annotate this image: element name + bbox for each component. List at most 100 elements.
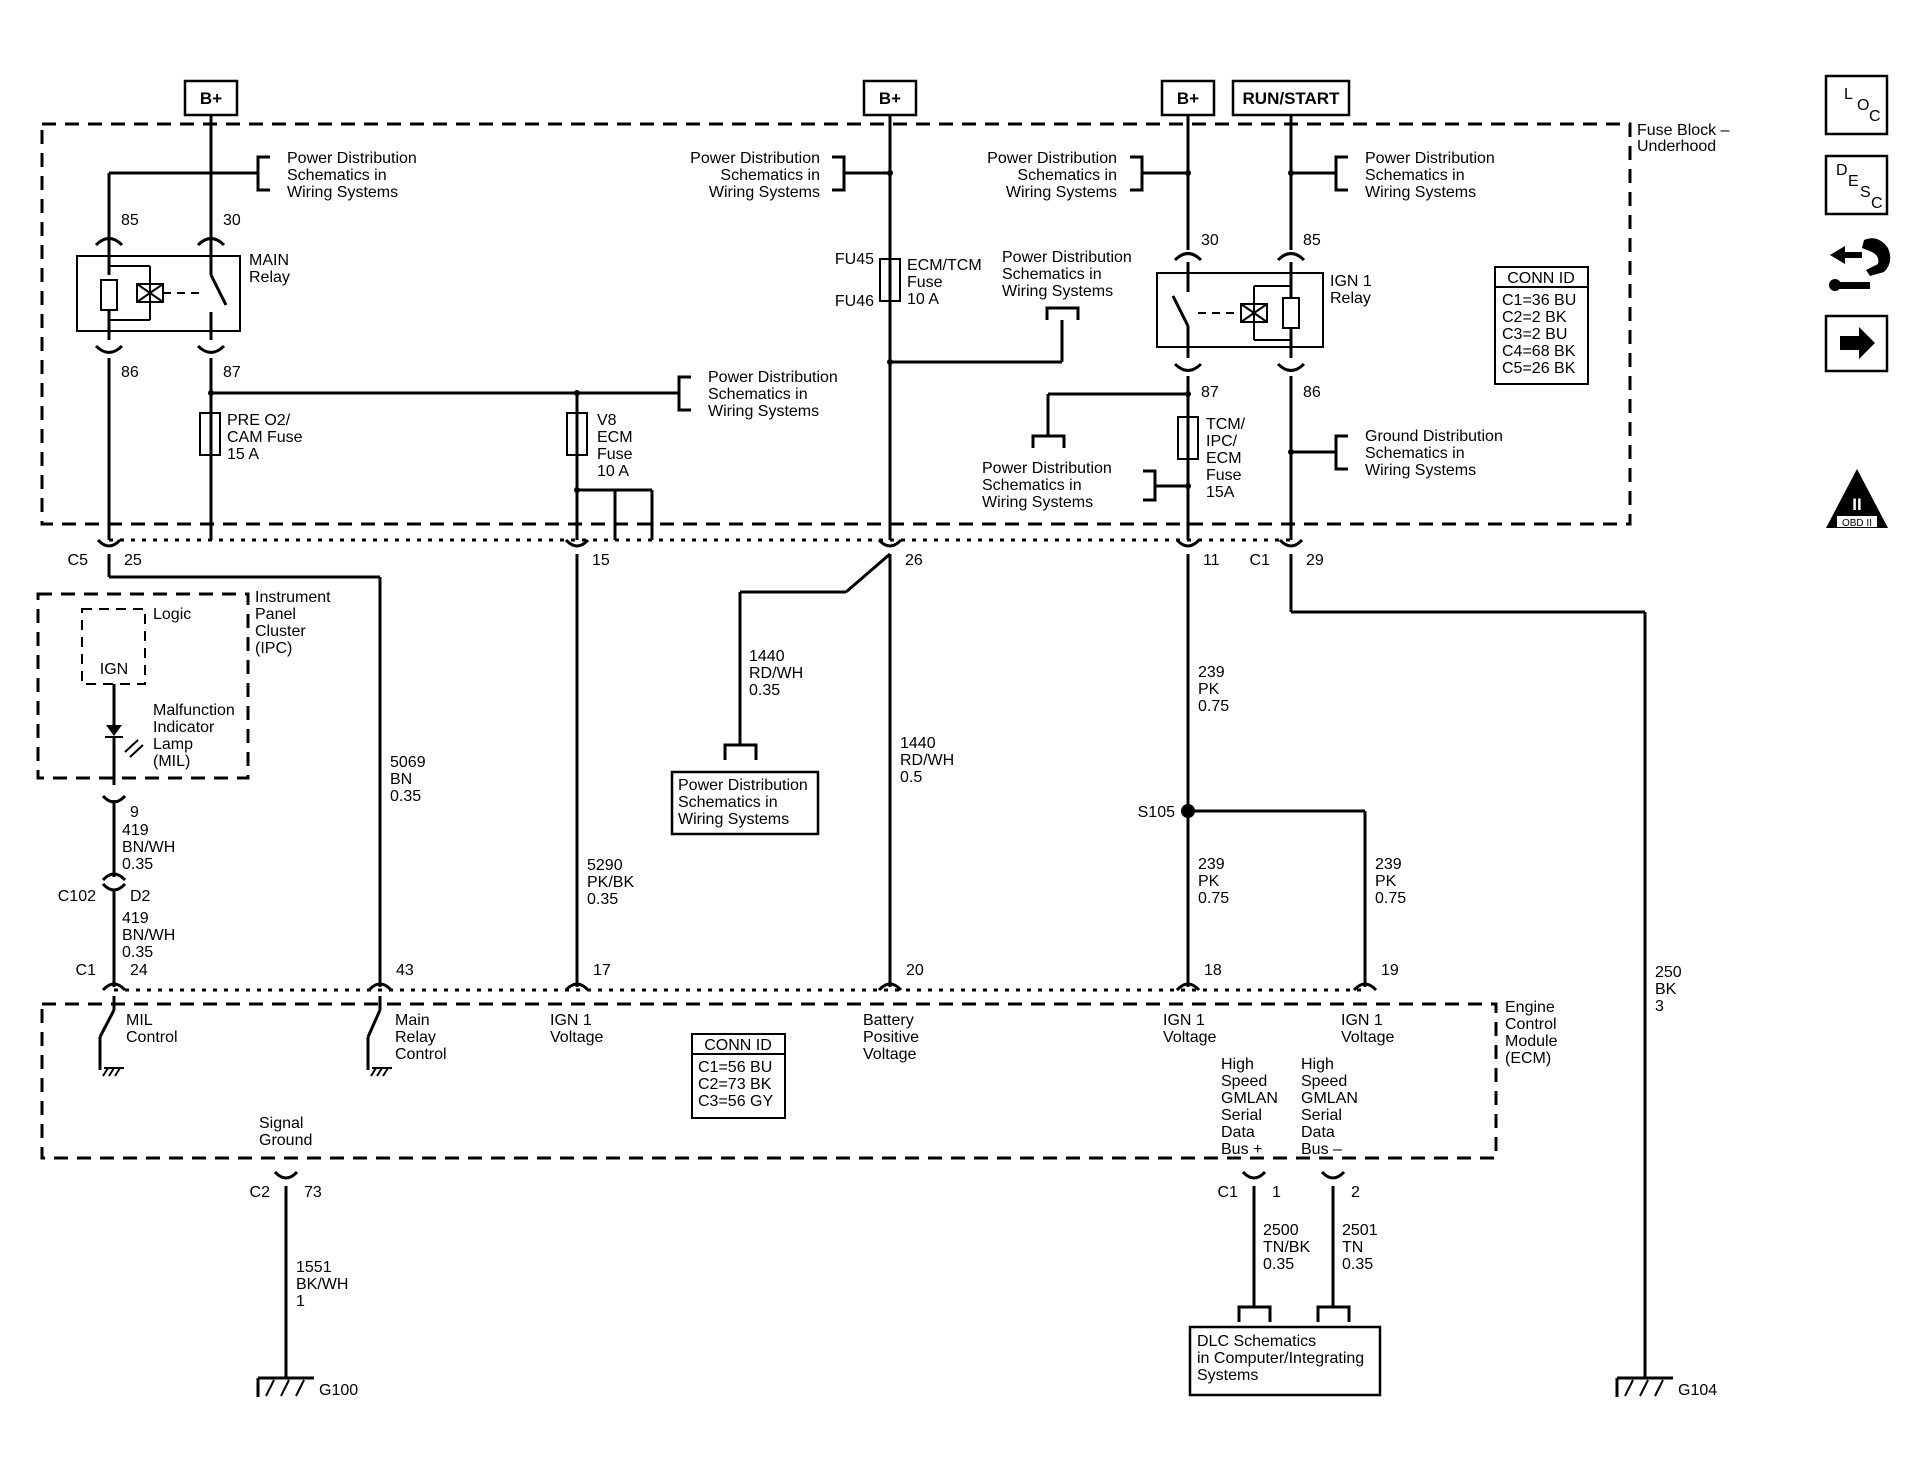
icon-letter: S [1860,184,1871,201]
wire-label: 2501 [1342,1222,1378,1239]
ref-power-dist-1: Power Distribution Schematics in Wiring … [211,150,417,201]
wire-2501: 2501 TN 0.35 [1342,1222,1378,1273]
ref-text: Wiring Systems [982,494,1093,511]
wire-label: 0.75 [1375,890,1406,907]
wire-label: 250 [1655,964,1682,981]
pin-label: 26 [905,552,923,569]
ipc-logic: Logic [153,606,191,623]
wire-1551: 1551 BK/WH 1 [296,1259,348,1310]
pin-label: 87 [1201,384,1219,401]
ecm-pin-label: Voltage [863,1046,916,1063]
pin-label: 18 [1204,962,1222,979]
ipc-ign: IGN [100,661,128,678]
wire-label: 239 [1198,856,1225,873]
wire-1440a: 1440 RD/WH 0.35 [749,648,803,699]
mil-label: (MIL) [153,753,190,770]
ecm-terminals: C1 24 43 17 20 18 19 [76,962,1399,992]
wire-label: BN [390,771,412,788]
conn-line: C2=2 BK [1502,309,1567,326]
fuse-label: 15A [1206,484,1235,501]
wire-label: 0.5 [900,769,922,786]
ecm-pin-label: Voltage [1341,1029,1394,1046]
ecm-pin-label: Main [395,1012,430,1029]
wire-label: 1551 [296,1259,332,1276]
wrench-icon[interactable] [1829,238,1891,291]
ipc-title: Instrument [255,589,331,606]
ref-text: Power Distribution [690,150,820,167]
connector-label: C1 [1250,552,1271,569]
pin-label: 29 [1306,552,1324,569]
wire-label: BK [1655,981,1677,998]
ipc-outline [36,592,250,780]
wire-5290: 5290 PK/BK 0.35 [587,857,634,908]
ecm-title: Engine [1505,999,1555,1016]
wire-label: 1440 [900,735,936,752]
wire-419a: 419 BN/WH 0.35 [122,822,175,873]
ref-text: in Computer/Integrating [1197,1350,1364,1367]
ref-power-dist-7: Power Distribution Schematics in Wiring … [982,434,1188,511]
source-bplus-1: B+ [183,79,239,117]
conn-id-ecm: CONN ID C1=56 BU C2=73 BK C3=56 GY [691,1033,786,1119]
wire-label: BK/WH [296,1276,348,1293]
wire-label: 0.35 [749,682,780,699]
fuse-label: TCM/ [1206,416,1246,433]
ref-text: Schematics in [1017,167,1117,184]
icon-letter: C [1871,195,1883,212]
wire-label: PK/BK [587,874,634,891]
ref-power-dist-5: Power Distribution Schematics in Wiring … [987,150,1188,201]
fb-terminals: C5 25 15 26 11 C1 29 [68,538,1324,569]
ecm-pin-label: Voltage [1163,1029,1216,1046]
fuse-label: 15 A [227,446,259,463]
fuse-block-title: Underhood [1637,138,1716,155]
desc-icon[interactable]: D E S C [1824,154,1889,216]
ground-label: G104 [1678,1382,1717,1399]
wire-label: BN/WH [122,839,175,856]
pin-label: 87 [223,364,241,381]
ref-power-dist-box: Power Distribution Schematics in Wiring … [670,770,820,836]
wire-label: PK [1375,873,1397,890]
ecm-title: (ECM) [1505,1050,1551,1067]
wire-label: 419 [122,910,149,927]
fuse-label: CAM Fuse [227,429,303,446]
icon-letter: C [1869,108,1881,125]
source-label: B+ [1177,89,1199,108]
wire-1440b: 1440 RD/WH 0.5 [900,735,954,786]
ref-text: Power Distribution [1002,249,1132,266]
source-bplus-3: B+ [1160,79,1216,117]
ref-text: Power Distribution [1365,150,1495,167]
mil-lamp-icon [106,725,122,736]
pin-label: 86 [121,364,139,381]
wire-label: 0.35 [1263,1256,1294,1273]
ground-g104: G104 [1615,1376,1717,1399]
ipc-title: (IPC) [255,640,292,657]
connector-label: C2 [250,1184,271,1201]
pin-label: 24 [130,962,148,979]
pin-label: 85 [121,212,139,229]
ecm-title: Module [1505,1033,1558,1050]
connector-label: C1 [76,962,97,979]
ref-text: Power Distribution [678,777,808,794]
mil-label: Indicator [153,719,215,736]
wire-label: 1 [296,1293,305,1310]
wire-label: BN/WH [122,927,175,944]
ecm-pin-label: Signal [259,1115,303,1132]
ecm-pin-label: Data [1301,1124,1335,1141]
ecm-pin-label: Battery [863,1012,914,1029]
fuse-ecm-tcm: FU45 FU46 ECM/TCM Fuse 10 A [835,251,982,310]
ref-ground-dist: Ground Distribution Schematics in Wiring… [1291,428,1503,479]
fuse-label: ECM/TCM [907,257,982,274]
fuse-label: 10 A [907,291,939,308]
fuse-pre-o2: PRE O2/ CAM Fuse 15 A [199,412,303,463]
conn-line: C2=73 BK [698,1076,772,1093]
wire-label: 239 [1375,856,1402,873]
arrow-right-icon[interactable] [1824,314,1889,373]
pin-label: 2 [1351,1184,1360,1201]
ecm-pin-label: Serial [1221,1107,1262,1124]
source-label: RUN/START [1243,89,1341,108]
fuse-label: ECM [597,429,633,446]
wire-label: 2500 [1263,1222,1299,1239]
wire-label: 0.75 [1198,890,1229,907]
loc-icon[interactable]: L O C [1824,74,1889,136]
connector-label: C102 [58,888,96,905]
